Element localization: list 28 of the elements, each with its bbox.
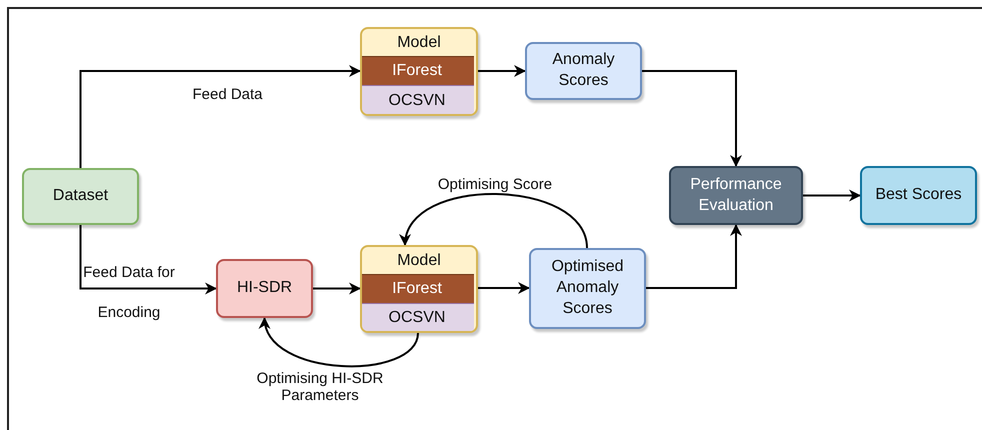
curved-arrow <box>261 317 419 367</box>
process-box: Anomaly Scores <box>525 42 642 100</box>
process-box: Optimised Anomaly Scores <box>529 248 646 329</box>
edge-label: Optimising Score <box>436 176 554 193</box>
arrow <box>80 225 217 294</box>
stack-heading: Model <box>396 250 442 270</box>
process-box: Performance Evaluation <box>669 166 803 225</box>
edge-label: Feed Data <box>191 86 264 103</box>
arrow <box>313 282 361 294</box>
model-band: IForest <box>362 274 474 303</box>
process-box: Dataset <box>22 168 139 225</box>
model-stack-box <box>360 27 478 116</box>
model-band: IForest <box>362 56 474 85</box>
model-band: OCSVN <box>362 303 474 331</box>
arrow <box>646 224 742 289</box>
process-box: HI-SDR <box>216 259 313 318</box>
model-band: OCSVN <box>362 85 474 114</box>
edge-label: Feed Data for Encoding <box>82 263 176 323</box>
arrow <box>478 65 526 77</box>
arrow <box>642 70 742 167</box>
edge-label: Optimising HI-SDR Parameters <box>256 370 384 404</box>
arrow <box>803 190 861 202</box>
stack-heading: Model <box>396 32 442 52</box>
model-stack-box <box>360 245 478 333</box>
curved-arrow <box>402 193 588 248</box>
arrow <box>478 282 530 294</box>
process-box: Best Scores <box>860 166 977 225</box>
arrow <box>80 65 361 168</box>
